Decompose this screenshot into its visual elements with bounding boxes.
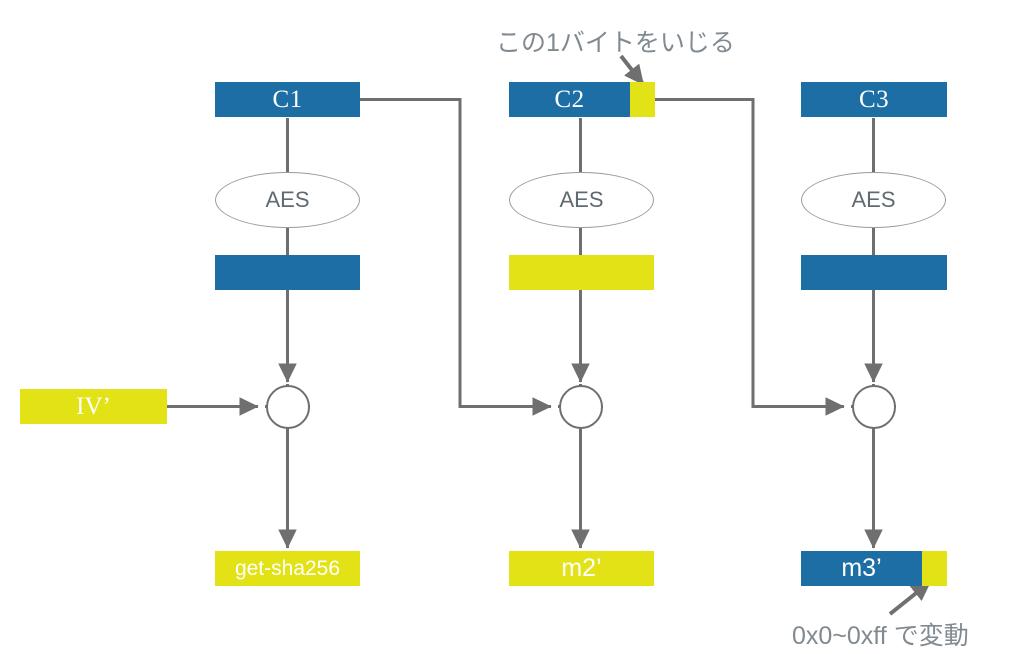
xor-gate-2 — [558, 384, 603, 429]
output-block-get-sha256-label: get-sha256 — [234, 557, 341, 580]
decrypt-output-block-1 — [215, 255, 360, 290]
iv-block-label: IV’ — [76, 393, 111, 420]
cipher-block-c3[interactable]: C3 — [801, 82, 947, 117]
aes-ellipse-3-label: AES — [851, 187, 896, 212]
xor-gate-3 — [851, 384, 896, 429]
decrypt-output-block-3 — [801, 255, 947, 290]
aes-ellipse-2-label: AES — [559, 187, 604, 212]
annotation-tamper-byte-text: この1バイトをいじる — [496, 29, 735, 57]
cipher-block-c3-label: C3 — [859, 86, 889, 113]
annotation-tamper-byte: この1バイトをいじる — [496, 23, 735, 59]
output-block-m3-varying-byte[interactable] — [922, 551, 947, 586]
xor-gate-1 — [265, 384, 310, 429]
output-block-m3[interactable]: m3’ — [801, 551, 947, 586]
cipher-block-c1-label: C1 — [272, 86, 303, 113]
output-block-get-sha256[interactable]: get-sha256 — [215, 551, 360, 586]
wire-c2-to-xor3 — [655, 98, 845, 416]
decrypt-output-block-2 — [509, 255, 654, 290]
wire-c1-to-xor2 — [360, 98, 552, 416]
aes-ellipse-3: AES — [801, 172, 946, 228]
aes-ellipse-2: AES — [509, 172, 654, 228]
output-block-m3-label: m3’ — [841, 554, 882, 582]
cipher-block-c1[interactable]: C1 — [215, 82, 360, 117]
note-bottom-arrow — [888, 580, 932, 616]
cipher-block-c2-label: C2 — [554, 86, 585, 113]
cipher-block-c2[interactable]: C2 — [509, 82, 655, 117]
aes-ellipse-1-label: AES — [265, 187, 310, 212]
annotation-byte-range: 0x0~0xff で変動 — [792, 616, 969, 652]
note-top-arrow — [619, 54, 645, 86]
iv-block[interactable]: IV’ — [20, 389, 167, 424]
output-block-m2-label: m2’ — [561, 554, 602, 582]
cipher-block-c2-tampered-byte[interactable] — [630, 82, 655, 117]
output-block-m2[interactable]: m2’ — [509, 551, 654, 586]
aes-ellipse-1: AES — [215, 172, 360, 228]
annotation-byte-range-text: 0x0~0xff で変動 — [792, 622, 969, 650]
